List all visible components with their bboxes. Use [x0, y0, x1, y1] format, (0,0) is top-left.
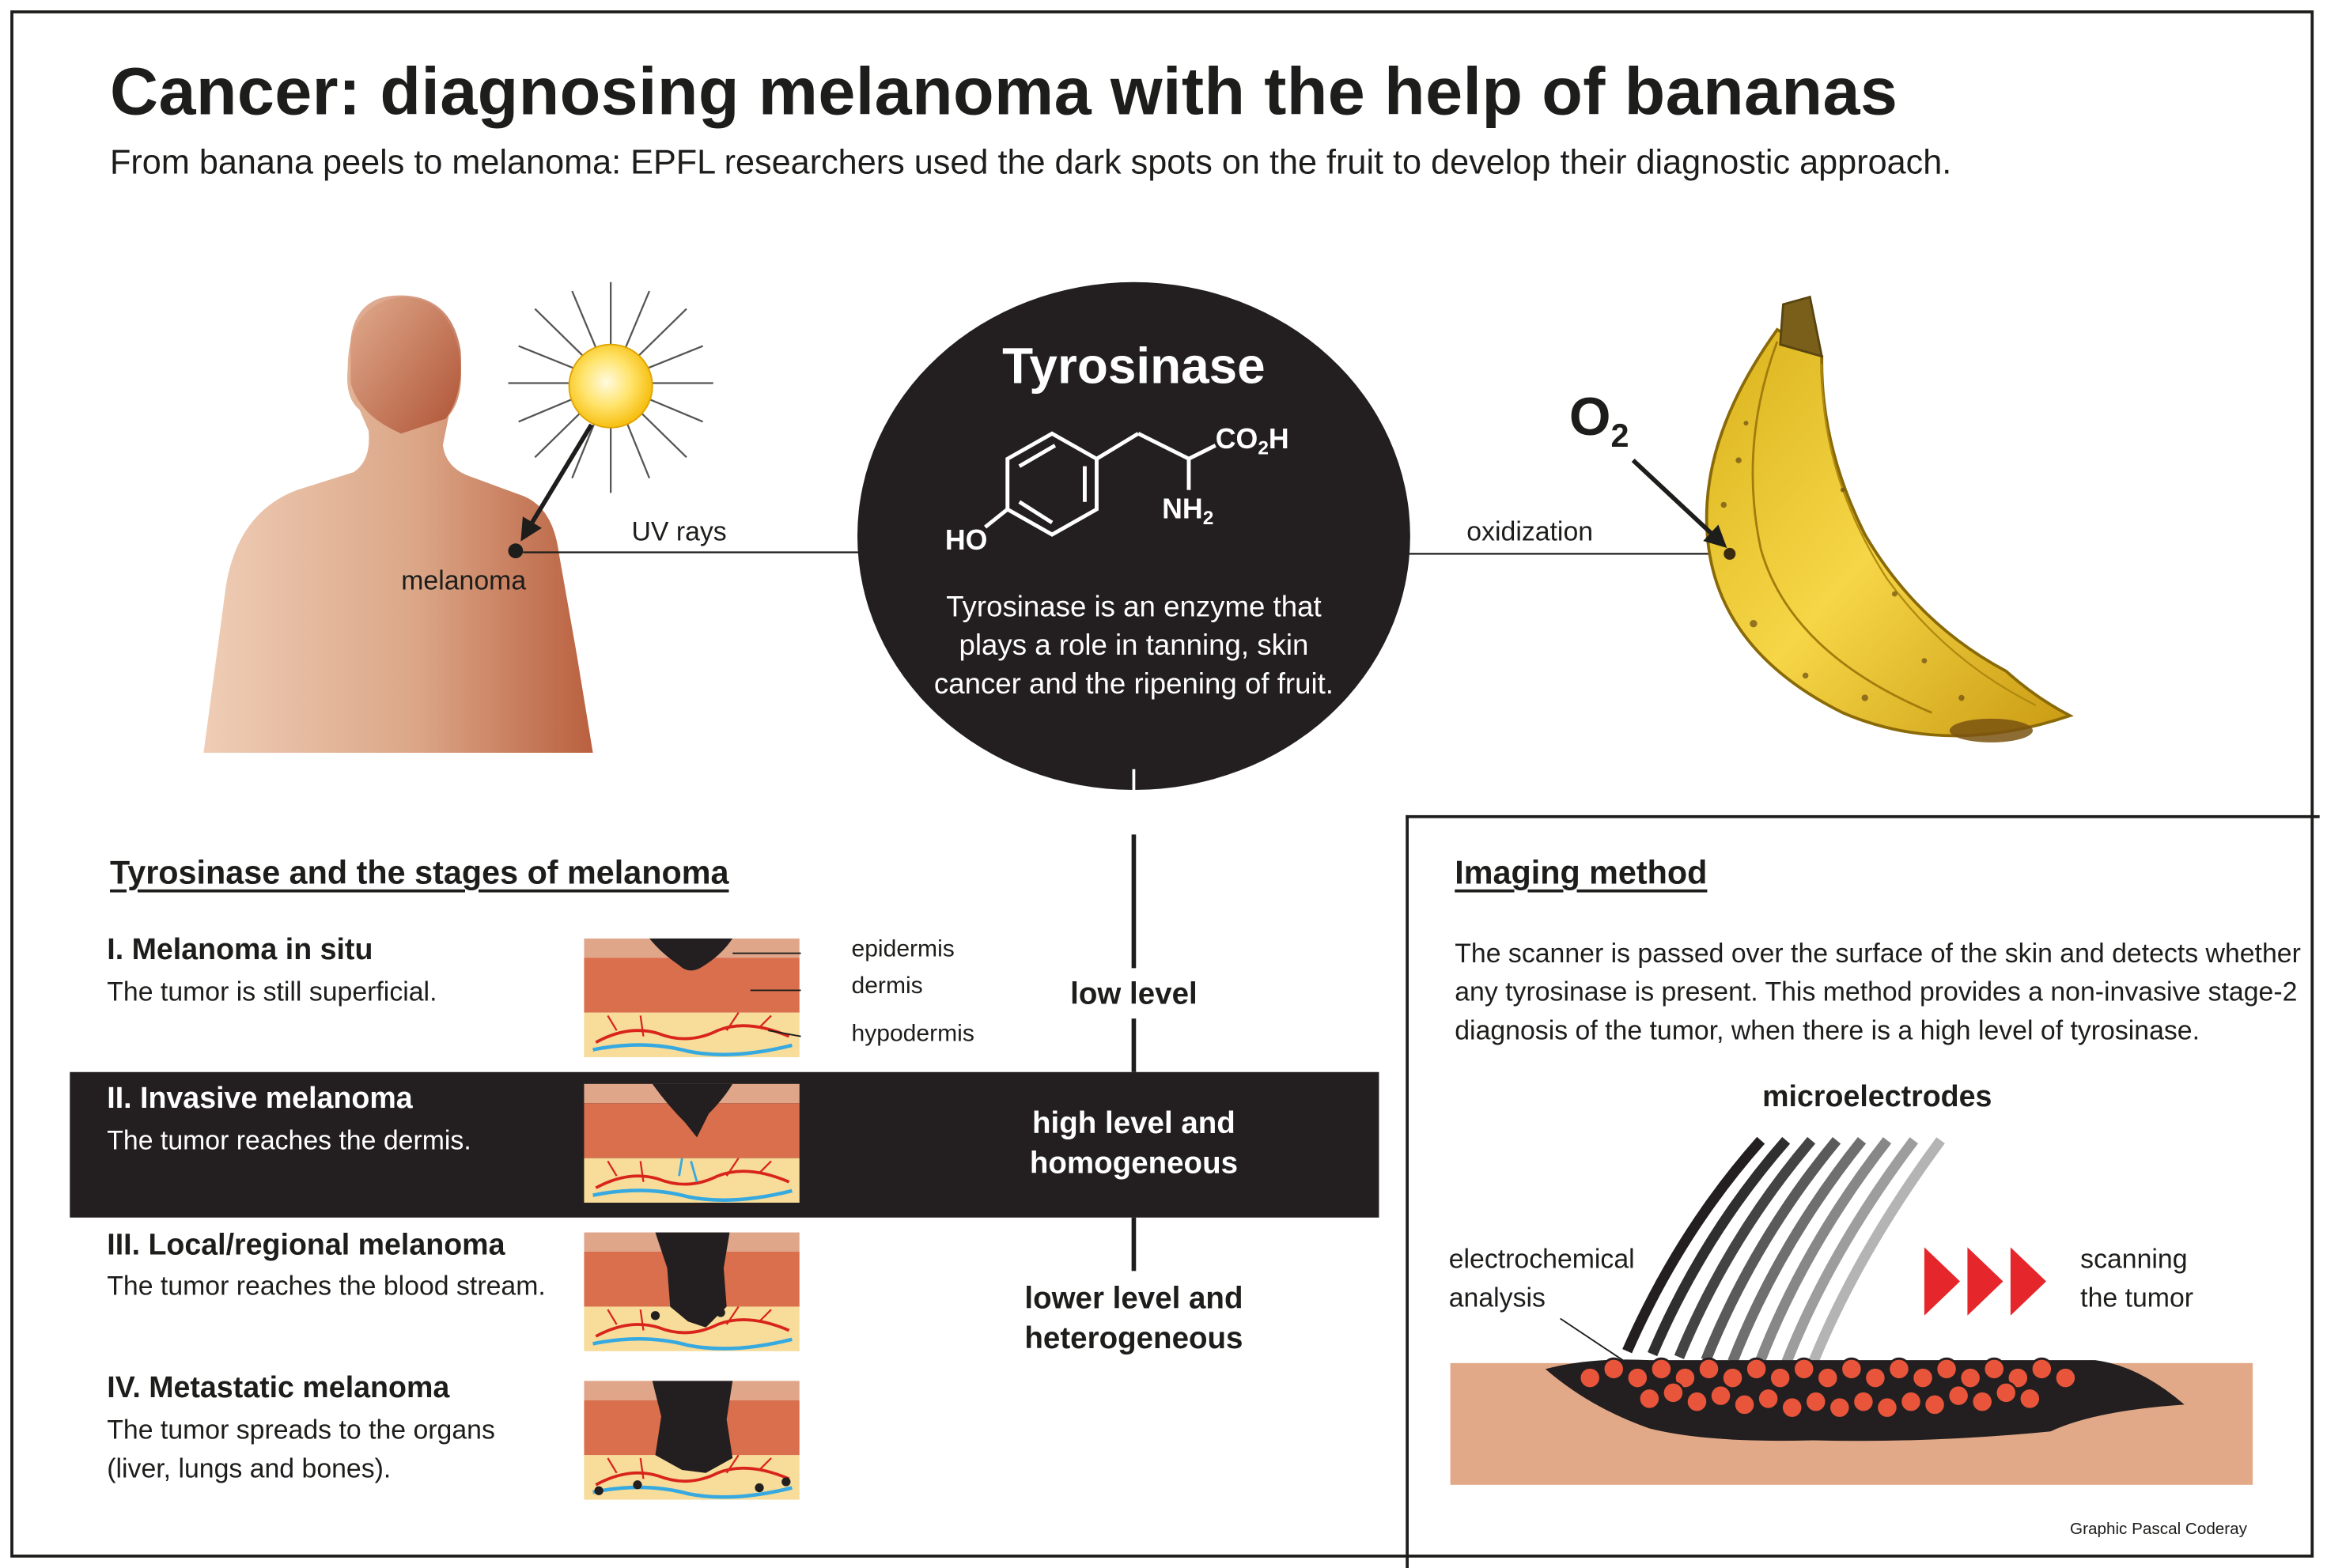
page-subtitle: From banana peels to melanoma: EPFL rese… [110, 142, 1952, 182]
melanoma-spot [508, 543, 524, 559]
tyrosine-molecule [984, 431, 1216, 537]
microelectrodes [1622, 1136, 1945, 1366]
formula-co2h: CO2H [1215, 425, 1289, 459]
formula-nh2: NH2 [1162, 494, 1214, 529]
stage-2-desc: The tumor reaches the dermis. [107, 1125, 471, 1155]
stage-4-skin [584, 1381, 799, 1499]
level-label-1: low level [1070, 977, 1198, 1011]
human-silhouette [203, 295, 593, 754]
oxidization-label: oxidization [1466, 516, 1594, 547]
stage-1-desc: The tumor is still superficial. [107, 977, 437, 1007]
layer-label-epidermis: epidermis [851, 936, 955, 962]
formula-ho: HO [944, 525, 988, 557]
stage-3-skin [584, 1233, 799, 1351]
tyrosinase-heading: Tyrosinase [1002, 338, 1266, 395]
oxygen-arrow [1631, 459, 1727, 548]
level-label-3-line-1: lower level and [1024, 1281, 1243, 1316]
level-label-3-line-2: heterogeneous [1024, 1321, 1243, 1356]
uv-rays-label: UV rays [631, 516, 727, 547]
uv-arrow [520, 423, 594, 542]
stage-3-desc: The tumor reaches the blood stream. [107, 1271, 546, 1301]
imaging-panel [1406, 814, 2320, 1568]
imaging-illustration [1450, 1136, 2253, 1485]
stage-2-skin [584, 1084, 799, 1203]
tyrosinase-description: Tyrosinase is an enzyme that plays a rol… [933, 591, 1334, 701]
stage-4-desc-line-2: (liver, lungs and bones). [107, 1453, 392, 1483]
layer-label-hypodermis: hypodermis [851, 1021, 974, 1047]
analysis-label-line-1: electrochemical [1448, 1244, 1635, 1275]
stage-4-name: IV. Metastatic melanoma [107, 1372, 450, 1405]
scanning-label-line-2: the tumor [2080, 1283, 2194, 1313]
imaging-text: The scanner is passed over the surface o… [1455, 938, 2301, 1045]
banana-icon [1705, 295, 2074, 742]
tumor-cells [1578, 1357, 2077, 1419]
level-label-2-line-1: high level and [1032, 1105, 1235, 1141]
analysis-pointer [1560, 1317, 1624, 1361]
sun-icon [508, 281, 713, 493]
stage-1-skin [584, 938, 799, 1057]
stage-4-desc-line-1: The tumor spreads to the organs [107, 1415, 495, 1445]
outer-frame [10, 10, 2314, 1558]
tyrosinase-circle [857, 281, 1410, 790]
page-title: Cancer: diagnosing melanoma with the hel… [110, 53, 1898, 130]
microelectrodes-label: microelectrodes [1762, 1081, 1992, 1114]
melanoma-label: melanoma [401, 565, 527, 595]
scan-arrows [1924, 1247, 2046, 1316]
stage-3-name: III. Local/regional melanoma [107, 1229, 505, 1263]
layer-label-dermis: dermis [851, 973, 923, 999]
skin-cross-sections [584, 938, 801, 1506]
analysis-label-line-2: analysis [1448, 1283, 1546, 1313]
stage-1-name: I. Melanoma in situ [107, 934, 373, 967]
stage-2-name: II. Invasive melanoma [107, 1082, 413, 1116]
stages-heading: Tyrosinase and the stages of melanoma [110, 853, 729, 891]
graphic-credit: Graphic Pascal Coderay [2070, 1520, 2248, 1539]
level-label-2-line-2: homogeneous [1029, 1146, 1239, 1181]
oxygen-label: O2 [1568, 386, 1629, 455]
imaging-heading: Imaging method [1455, 853, 1708, 891]
scanning-label-line-1: scanning [2080, 1244, 2188, 1275]
